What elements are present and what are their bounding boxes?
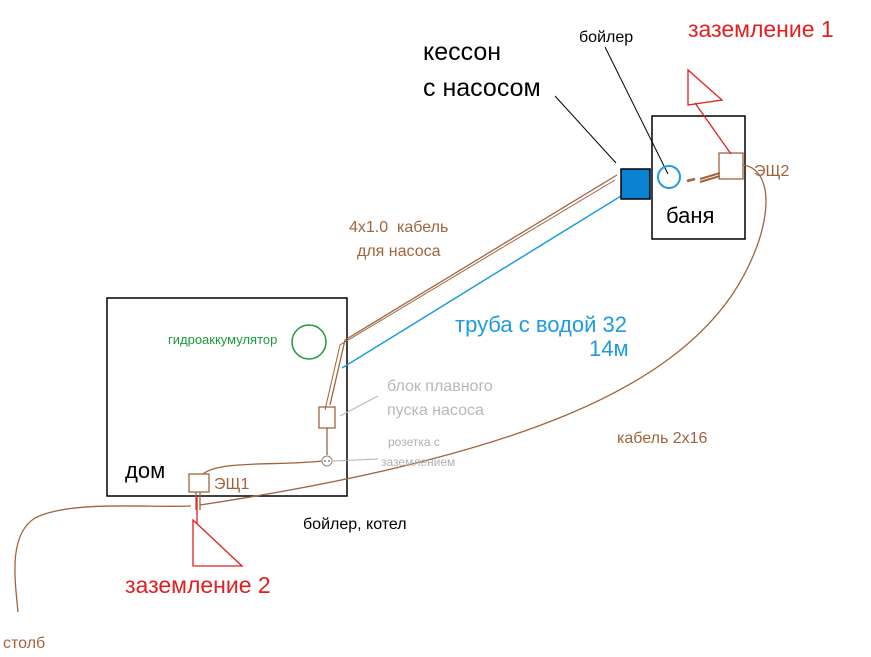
- pipe-label-line-2: 14м: [589, 336, 629, 361]
- panel-1-down-wire: [195, 492, 201, 510]
- grounding-2-triangle: [192, 518, 244, 567]
- panel-1-box: [188, 473, 210, 493]
- socket-pin-1: [324, 460, 326, 462]
- pump-cable-line-2: [324, 179, 616, 411]
- socket-symbol: [321, 455, 333, 467]
- bath-boiler-label: бойлер: [579, 29, 633, 46]
- panel-2-to-boiler-wire: [699, 172, 721, 183]
- pump-cable-line: [329, 174, 618, 406]
- bath-label: баня: [666, 203, 714, 228]
- soft-start-pointer: [339, 395, 379, 417]
- cable-2x16-label: кабель 2х16: [617, 430, 708, 447]
- caisson-label-line-2: с насосом: [423, 74, 541, 102]
- house-building: [106, 297, 348, 497]
- socket-to-panel-1-wire: [202, 460, 323, 475]
- boiler-to-panel-dash: [686, 177, 696, 183]
- pipe-label-line-1: труба с водой 32: [455, 312, 627, 337]
- caisson-label-line-1: кессон: [423, 38, 501, 66]
- accumulator-label: гидроаккумулятор: [168, 332, 277, 347]
- panel-1-label: ЭЩ1: [214, 476, 250, 493]
- soft-start-label-line-1: блок плавного: [387, 378, 493, 395]
- house-label: дом: [125, 458, 165, 483]
- grounding-1-label: заземление 1: [688, 16, 834, 42]
- socket-label-line-2: заземлением: [381, 455, 455, 469]
- pump-box: [620, 168, 651, 200]
- pole-label: столб: [3, 635, 45, 652]
- pole-cable-line: [14, 505, 192, 613]
- bath-building: [651, 115, 746, 240]
- soft-start-box: [318, 406, 336, 429]
- grounding-2-label: заземление 2: [125, 572, 271, 598]
- house-boiler-label: бойлер, котел: [303, 516, 407, 533]
- panel-2-label: ЭЩ2: [754, 163, 790, 180]
- bath-boiler-circle: [657, 165, 681, 189]
- boiler-pointer: [604, 46, 669, 175]
- grounding-1-wire: [694, 102, 732, 155]
- soft-start-label-line-2: пуска насоса: [387, 402, 484, 419]
- cable-2x16-line: [199, 164, 767, 506]
- pump-cable-label-line-1: 4х1.0 кабель: [349, 219, 448, 236]
- grounding-1-triangle: [687, 68, 724, 106]
- socket-pointer: [332, 458, 379, 462]
- accumulator-circle: [291, 324, 327, 360]
- water-pipe-line: [341, 195, 622, 369]
- socket-pin-2: [328, 460, 330, 462]
- panel-2-box: [718, 152, 744, 180]
- caisson-pointer: [554, 95, 617, 164]
- pump-cable-label-line-2: для насоса: [357, 243, 441, 260]
- socket-label-line-1: розетка с: [388, 435, 440, 449]
